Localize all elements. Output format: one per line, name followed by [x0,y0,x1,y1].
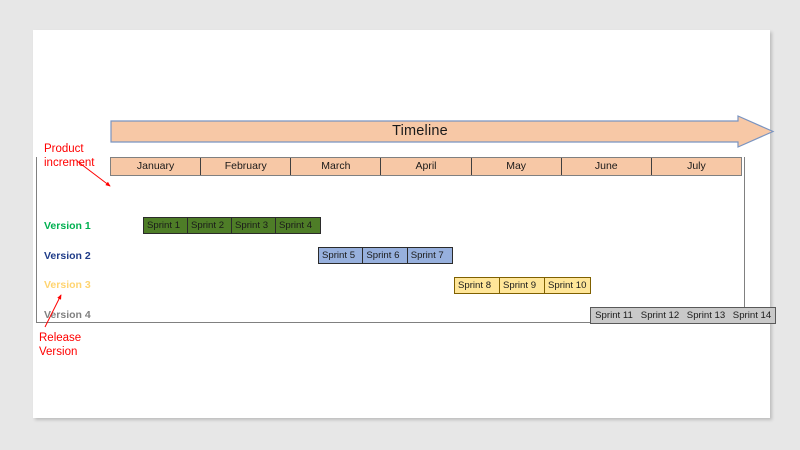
sprint-bar-version-2: Sprint 5 Sprint 6 Sprint 7 [318,247,453,264]
annotation-release-version-line1: Release [39,332,82,344]
month-cell-march: March [291,158,382,175]
month-cell-june: June [562,158,652,175]
sprint-cell: Sprint 4 [279,220,313,231]
month-header-row: January February March April May June Ju… [110,157,742,176]
slide-canvas: Timeline January February March April Ma… [33,30,776,418]
timeline-label: Timeline [392,123,448,139]
sprint-cell: Sprint 8 [455,278,500,293]
sprint-cell: Sprint 7 [410,250,444,261]
annotation-release-version-line2: Version [39,346,78,358]
month-cell-july: July [687,160,706,172]
sprint-bar-version-3: Sprint 8 Sprint 9 Sprint 10 [454,277,591,294]
sprint-bar-version-1: Sprint 1 Sprint 2 Sprint 3 Sprint 4 [143,217,321,234]
version-label-3: Version 3 [44,279,91,291]
sprint-cell: Sprint 11 [595,310,633,321]
version-label-2: Version 2 [44,250,91,262]
sprint-cell: Sprint 12 [640,310,680,321]
sprint-cell: Sprint 3 [232,218,276,233]
month-cell-may: May [472,158,562,175]
sprint-cell: Sprint 1 [144,218,188,233]
sprint-cell: Sprint 13 [686,310,726,321]
month-cell-february: February [201,158,292,175]
sprint-cell: Sprint 5 [319,248,364,263]
annotation-release-version: Release Version [39,331,81,359]
version-label-4: Version 4 [44,309,91,321]
annotation-product-increment-line1: Product [44,143,84,155]
month-cell-april: April [381,158,472,175]
timeline-arrow-shape [110,115,775,148]
sprint-cell: Sprint 2 [188,218,232,233]
annotation-product-increment-line2: increment [44,157,95,169]
sprint-cell: Sprint 9 [500,278,545,293]
sprint-bar-version-4: Sprint 11 Sprint 12 Sprint 13 Sprint 14 [590,307,776,324]
sprint-cell: Sprint 6 [363,248,408,263]
version-label-1: Version 1 [44,220,91,232]
sprint-cell: Sprint 14 [732,310,772,321]
annotation-product-increment: Product increment [44,142,95,170]
month-cell-january: January [111,158,202,175]
sprint-cell: Sprint 10 [548,280,587,291]
chart-frame [36,157,745,323]
